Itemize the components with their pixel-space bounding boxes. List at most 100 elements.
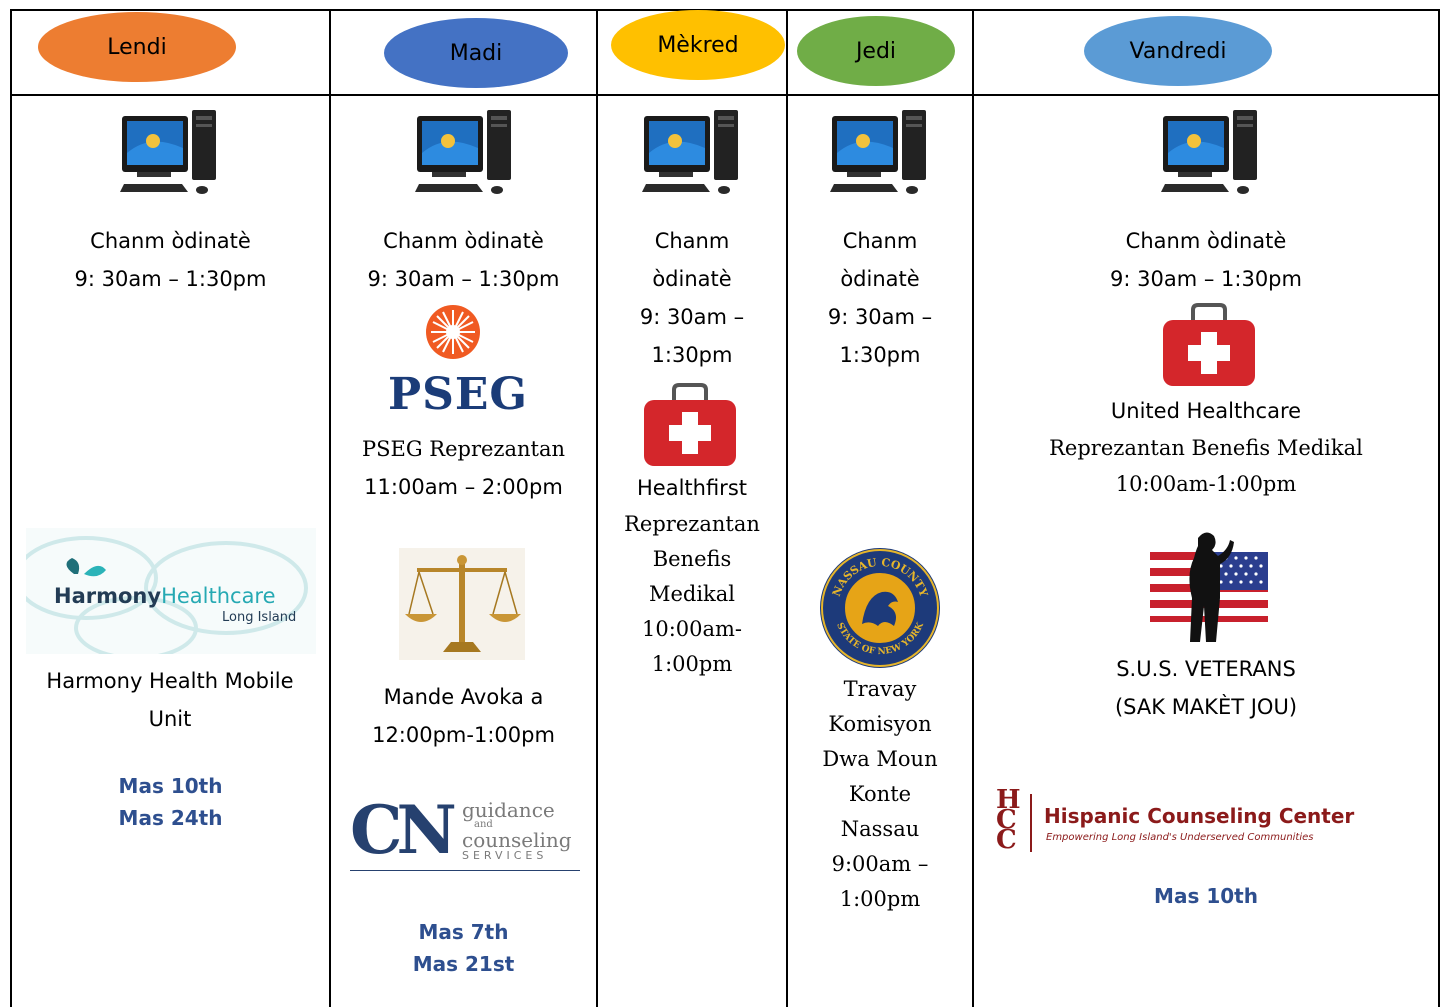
first-aid-kit-icon xyxy=(644,383,736,466)
thursday-computer-line2: òdinatè xyxy=(840,267,920,291)
computer-icon xyxy=(642,110,738,194)
day-label-thursday: Jedi xyxy=(855,38,897,64)
harmony-healthcare-logo: HarmonyHealthcare Long Island xyxy=(26,528,316,654)
healthfirst-line5: 10:00am- xyxy=(641,617,743,641)
hispanic-counseling-center-logo: HCC Hispanic Counseling Center Empowerin… xyxy=(996,785,1426,860)
monday-date-2: Mas 24th xyxy=(118,806,223,830)
cn-word-counseling: counseling xyxy=(462,828,572,852)
table-border-right xyxy=(1438,9,1440,1007)
united-line2: Reprezantan Benefis Medikal xyxy=(1049,436,1363,460)
harmony-logo-accent: Healthcare xyxy=(161,584,276,608)
table-border-top xyxy=(10,9,1440,11)
computer-icon xyxy=(1161,110,1257,194)
tuesday-date-1: Mas 7th xyxy=(418,920,509,944)
human-rights-line7: 1:00pm xyxy=(839,887,921,911)
monday-date-1: Mas 10th xyxy=(118,774,223,798)
human-rights-line6: 9:00am – xyxy=(831,852,929,876)
day-label-wednesday: Mèkred xyxy=(657,32,739,58)
computer-room-hours: 9: 30am – 1:30pm xyxy=(1110,267,1302,291)
harmony-logo-main: Harmony xyxy=(54,584,162,608)
computer-room-label: Chanm òdinatè xyxy=(1125,229,1287,253)
tuesday-lawyer: Mande Avoka a 12:00pm-1:00pm xyxy=(331,678,596,754)
first-aid-kit-icon xyxy=(1163,303,1255,386)
united-line3: 10:00am-1:00pm xyxy=(1115,472,1297,496)
veteran-salute-flag-icon xyxy=(1150,532,1268,642)
human-rights-line4: Konte xyxy=(848,782,912,806)
table-border-left xyxy=(10,9,12,1007)
human-rights-line2: Komisyon xyxy=(828,712,932,736)
harmony-logo-sub: Long Island xyxy=(222,610,297,625)
tuesday-pseg-rep: PSEG Reprezantan 11:00am – 2:00pm xyxy=(331,432,596,507)
pseg-logo: PSEG xyxy=(388,369,528,420)
wednesday-computer-line1: Chanm xyxy=(654,229,730,253)
pseg-rep-hours: 11:00am – 2:00pm xyxy=(364,475,563,499)
thursday-computer-line4: 1:30pm xyxy=(839,343,921,367)
hcc-title: Hispanic Counseling Center xyxy=(1044,804,1355,828)
human-rights-line3: Dwa Moun xyxy=(822,747,938,771)
hcc-logo-letters: HCC xyxy=(996,785,1021,855)
column-divider-2 xyxy=(596,9,598,1007)
day-pill-monday: Lendi xyxy=(38,12,236,82)
computer-icon xyxy=(830,110,926,194)
healthfirst-line4: Medikal xyxy=(648,582,736,606)
column-divider-4 xyxy=(972,9,974,1007)
header-divider xyxy=(10,94,1440,96)
thursday-human-rights: Travay Komisyon Dwa Moun Konte Nassau 9:… xyxy=(788,672,972,917)
cn-guidance-logo: CN guidance and counseling SERVICES xyxy=(350,794,580,872)
hcc-divider xyxy=(1030,794,1032,852)
day-label-monday: Lendi xyxy=(107,34,167,60)
monday-harmony-event: Harmony Health Mobile Unit xyxy=(20,662,320,738)
computer-icon xyxy=(415,110,511,194)
veterans-line2: (SAK MAKÈT JOU) xyxy=(1114,695,1298,719)
thursday-computer-room: Chanm òdinatè 9: 30am – 1:30pm xyxy=(788,222,972,374)
friday-computer-room: Chanm òdinatè 9: 30am – 1:30pm xyxy=(974,222,1438,298)
pseg-sun-icon xyxy=(426,305,480,359)
wednesday-computer-room: Chanm òdinatè 9: 30am – 1:30pm xyxy=(598,222,786,374)
monday-computer-room: Chanm òdinatè 9: 30am – 1:30pm xyxy=(12,222,329,298)
wednesday-computer-line4: 1:30pm xyxy=(651,343,733,367)
day-pill-wednesday: Mèkred xyxy=(611,10,785,80)
tuesday-date-2: Mas 21st xyxy=(412,952,515,976)
wednesday-healthfirst-rep: Reprezantan Benefis Medikal 10:00am- 1:0… xyxy=(598,507,786,682)
computer-room-hours: 9: 30am – 1:30pm xyxy=(367,267,560,291)
tuesday-computer-room: Chanm òdinatè 9: 30am – 1:30pm xyxy=(331,222,596,298)
pseg-rep-label: PSEG Reprezantan xyxy=(361,437,566,461)
united-line1: United Healthcare xyxy=(1110,399,1302,423)
healthfirst-line1: Healthfirst xyxy=(637,476,747,500)
thursday-computer-line1: Chanm xyxy=(842,229,918,253)
cn-word-services: SERVICES xyxy=(462,849,548,862)
healthfirst-line6: 1:00pm xyxy=(651,652,733,676)
human-rights-line1: Travay xyxy=(843,677,917,701)
wednesday-computer-line3: 9: 30am – xyxy=(639,305,745,329)
harmony-event-label: Harmony Health Mobile Unit xyxy=(46,669,294,731)
cn-word-and: and xyxy=(474,819,493,830)
column-divider-1 xyxy=(329,9,331,1007)
day-pill-tuesday: Madi xyxy=(384,18,568,88)
lawyer-hours: 12:00pm-1:00pm xyxy=(372,723,555,747)
wednesday-healthfirst: Healthfirst xyxy=(598,470,786,506)
friday-veterans: S.U.S. VETERANS (SAK MAKÈT JOU) xyxy=(974,650,1438,726)
scales-of-justice-icon xyxy=(399,548,525,660)
cn-underline xyxy=(350,870,580,871)
tuesday-dates: Mas 7th Mas 21st xyxy=(331,916,596,980)
human-rights-line5: Nassau xyxy=(840,817,920,841)
cn-word-guidance: guidance xyxy=(462,798,555,822)
monday-dates: Mas 10th Mas 24th xyxy=(12,770,329,834)
day-label-tuesday: Madi xyxy=(449,40,503,66)
day-label-friday: Vandredi xyxy=(1129,38,1227,64)
friday-dates: Mas 10th xyxy=(974,880,1438,912)
column-divider-3 xyxy=(786,9,788,1007)
veterans-line1: S.U.S. VETERANS xyxy=(1116,657,1296,681)
day-pill-thursday: Jedi xyxy=(797,16,955,86)
harmony-swirl-graphic xyxy=(26,536,308,654)
friday-united-healthcare: United Healthcare Reprezantan Benefis Me… xyxy=(974,392,1438,502)
computer-room-label: Chanm òdinatè xyxy=(90,229,251,253)
computer-room-hours: 9: 30am – 1:30pm xyxy=(74,267,267,291)
healthfirst-line2: Reprezantan xyxy=(624,512,760,536)
thursday-computer-line3: 9: 30am – xyxy=(827,305,933,329)
day-pill-friday: Vandredi xyxy=(1084,16,1272,86)
cn-logo-letters: CN xyxy=(350,791,457,869)
computer-icon xyxy=(120,110,216,194)
computer-room-label: Chanm òdinatè xyxy=(383,229,544,253)
lawyer-label: Mande Avoka a xyxy=(383,685,544,709)
